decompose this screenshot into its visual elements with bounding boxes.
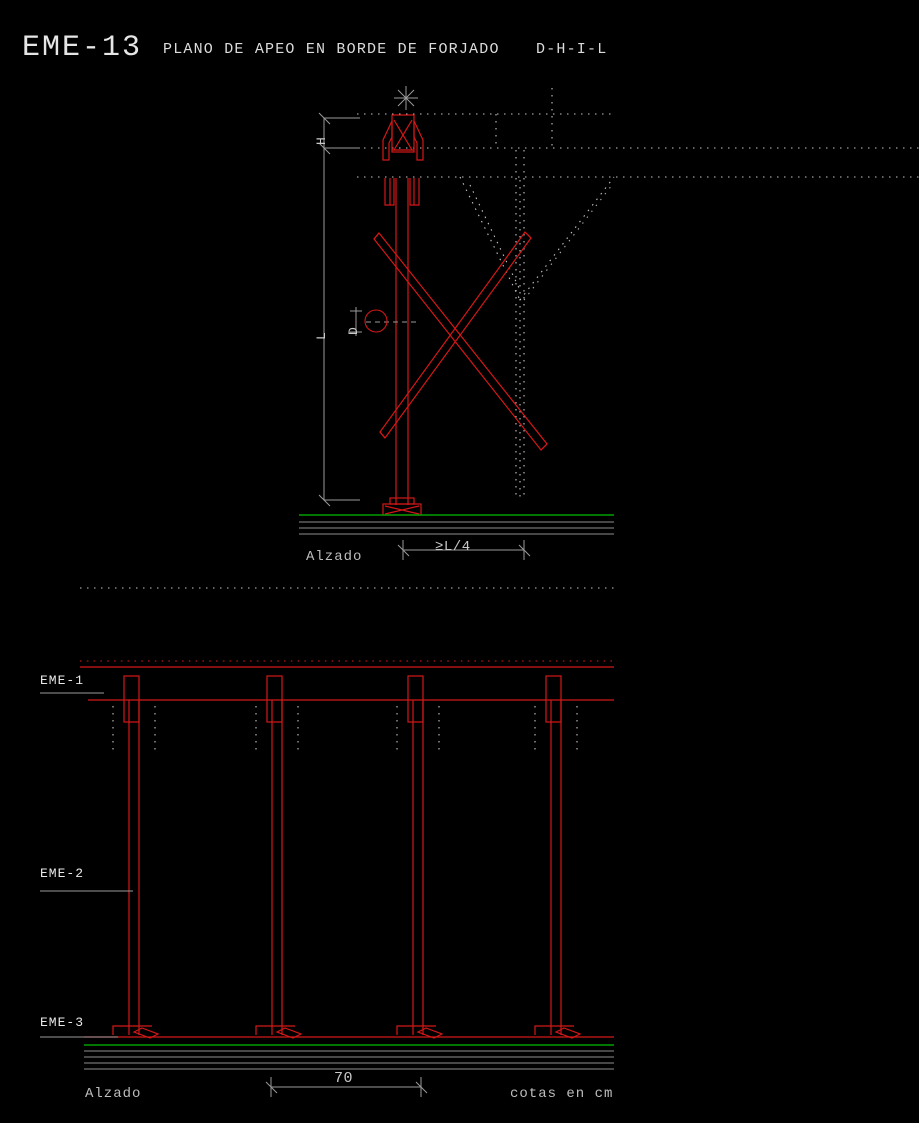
units-note: cotas en cm bbox=[510, 1086, 614, 1102]
lower-leader-lines bbox=[40, 692, 133, 1038]
lower-dimension-70 bbox=[265, 1077, 428, 1097]
upper-shore-post bbox=[384, 178, 420, 505]
upper-view-caption: Alzado bbox=[306, 549, 363, 565]
dimension-label-L4: ≥L/4 bbox=[435, 539, 471, 555]
dimension-label-D: D bbox=[346, 326, 361, 335]
lower-shore-3 bbox=[396, 675, 444, 1039]
lower-view-caption: Alzado bbox=[85, 1086, 142, 1102]
upper-hidden-lines bbox=[357, 88, 919, 500]
upper-cross-bracing bbox=[373, 231, 548, 451]
page-title: EME-13 bbox=[22, 31, 143, 65]
upper-ground-lines bbox=[299, 514, 614, 535]
element-label-eme-1: EME-1 bbox=[40, 673, 85, 688]
sheet-reference: D-H-I-L bbox=[536, 41, 608, 58]
dimension-label-70: 70 bbox=[334, 1070, 354, 1087]
lower-shore-1 bbox=[112, 675, 160, 1039]
lower-shore-4 bbox=[534, 675, 582, 1039]
upper-dimension-lines bbox=[318, 112, 531, 560]
dimension-label-L: L bbox=[314, 331, 329, 340]
lower-shore-2 bbox=[255, 675, 303, 1039]
upper-shore-base bbox=[382, 497, 422, 516]
element-label-eme-2: EME-2 bbox=[40, 866, 85, 881]
lower-slab-lines bbox=[80, 660, 614, 701]
sheet-title: PLANO DE APEO EN BORDE DE FORJADO bbox=[163, 41, 500, 58]
cursor-crosshair-marker bbox=[394, 86, 418, 110]
element-label-eme-3: EME-3 bbox=[40, 1015, 85, 1030]
lower-ground-lines bbox=[84, 1036, 614, 1070]
dimension-label-H: H bbox=[314, 136, 329, 145]
upper-shore-head bbox=[382, 114, 424, 161]
